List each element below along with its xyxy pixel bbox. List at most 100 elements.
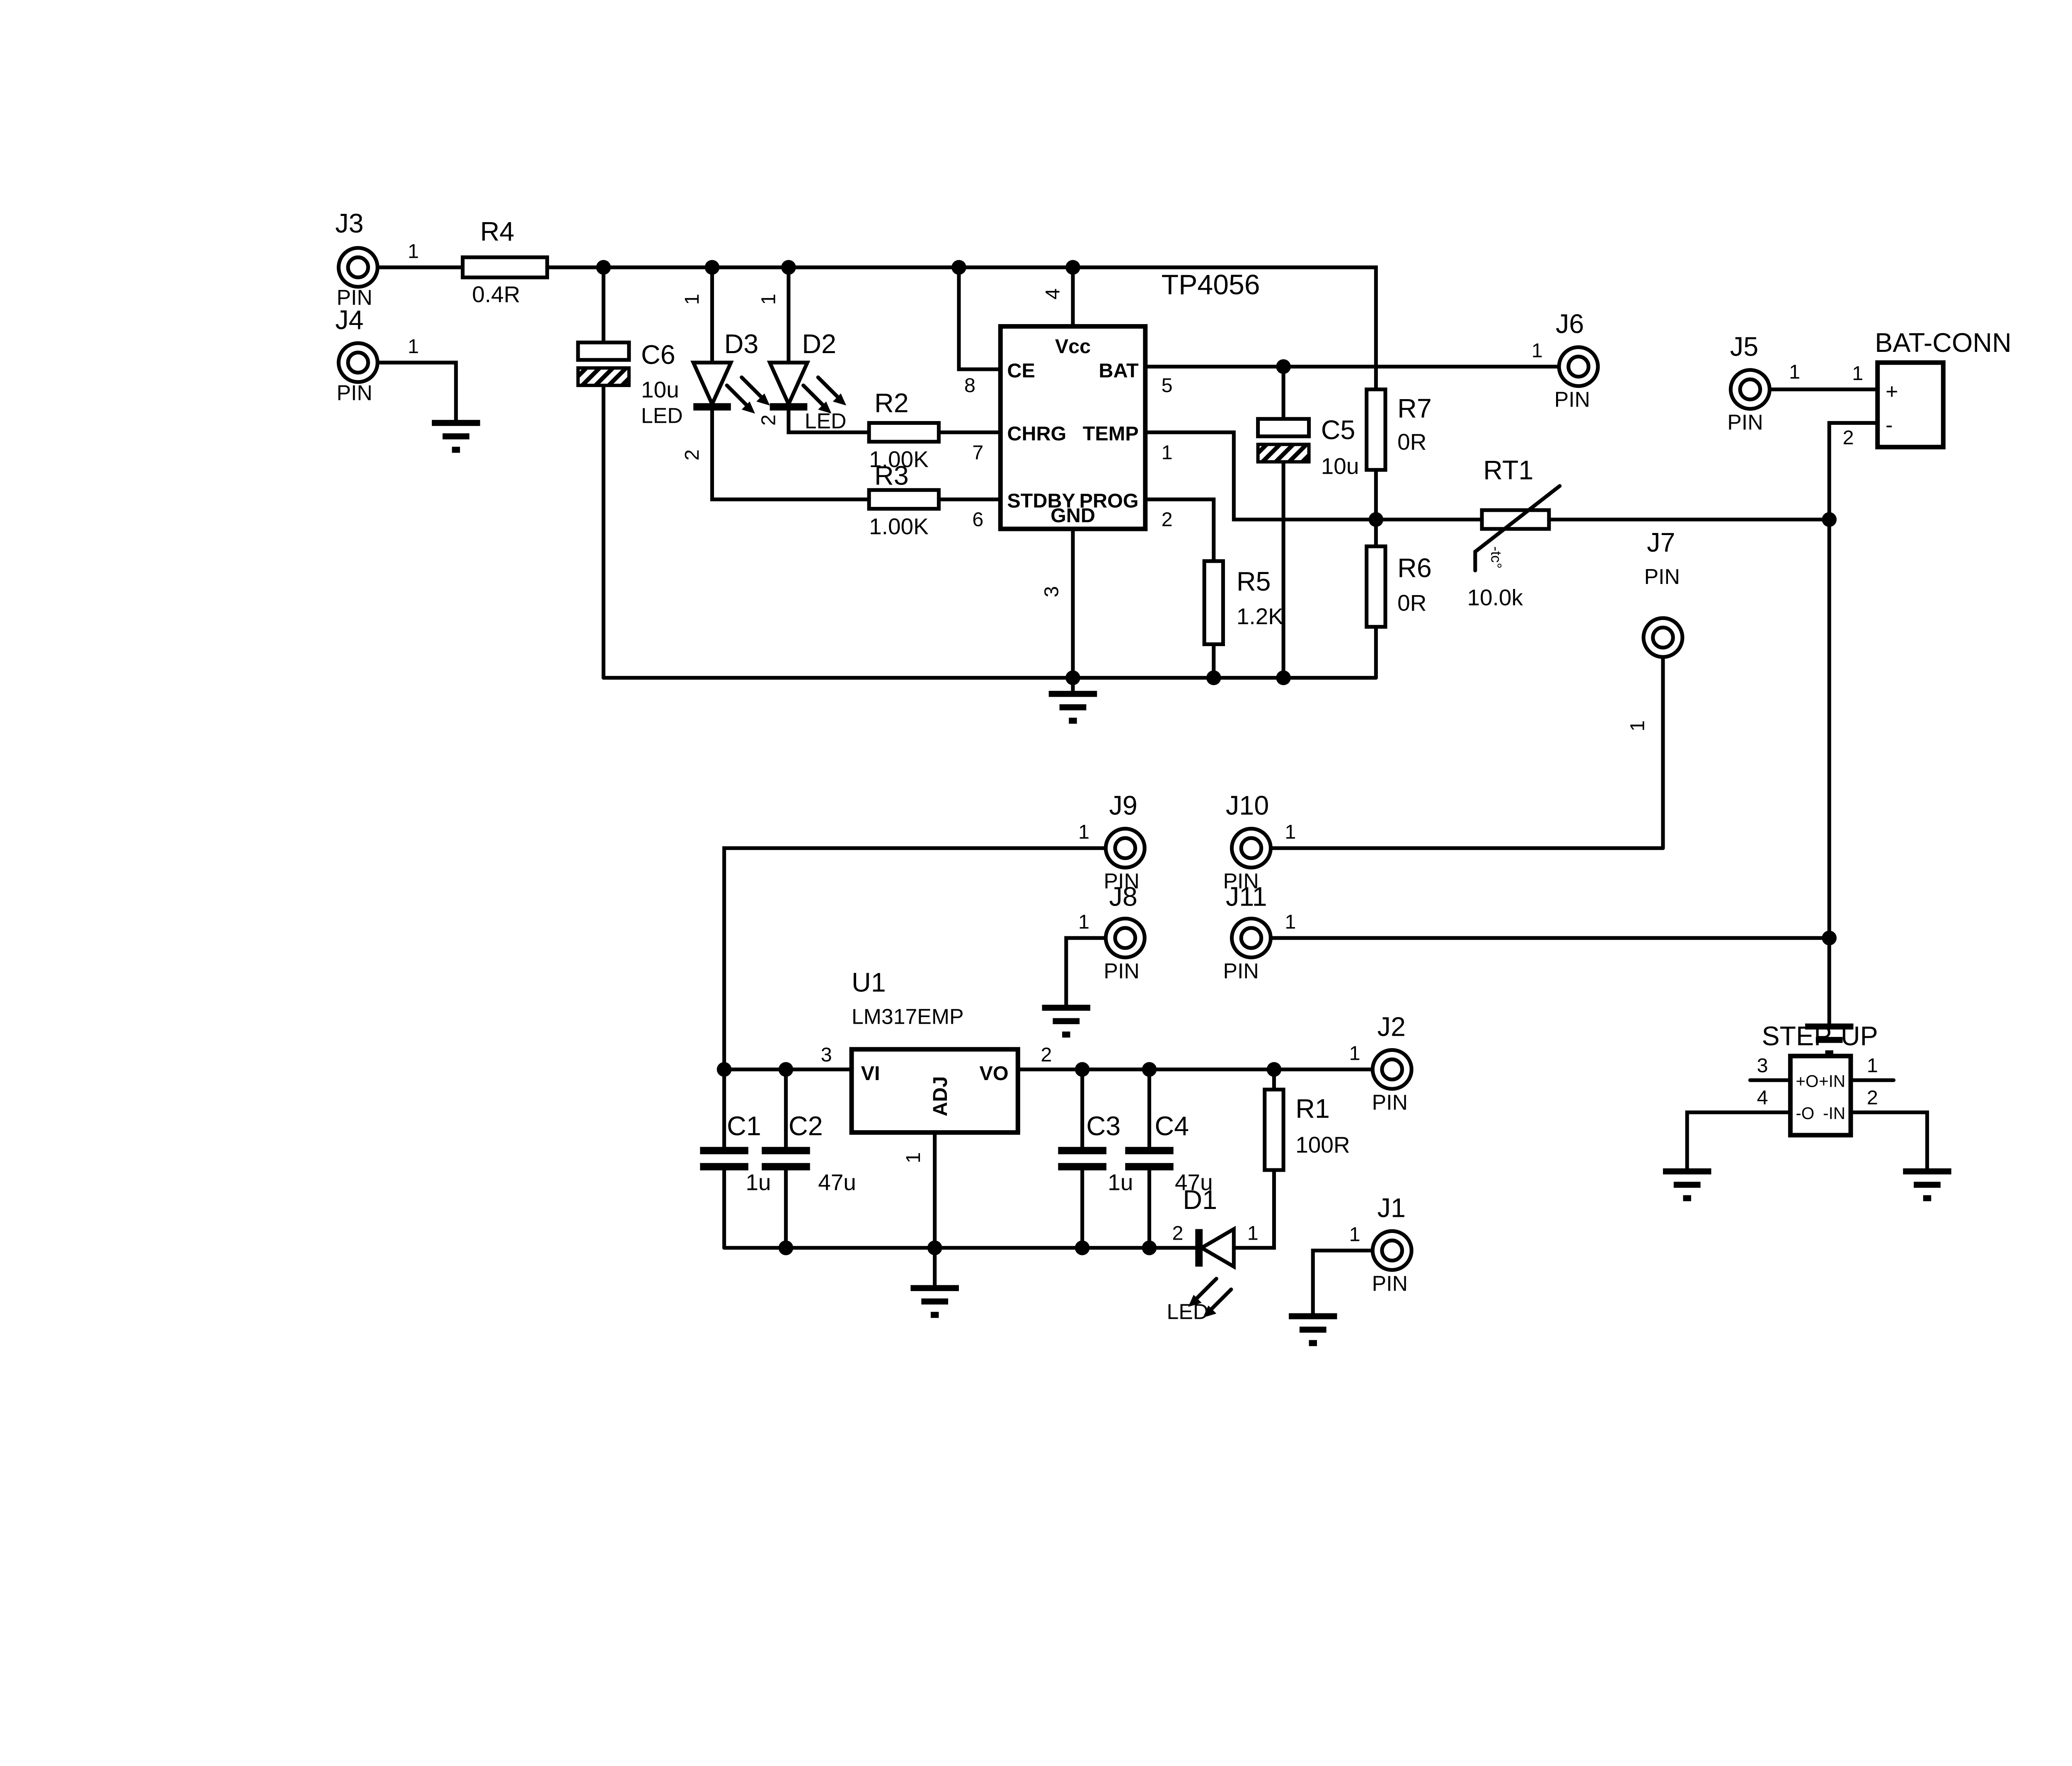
- u1-ref: U1: [852, 967, 886, 998]
- tp4056-pin-prog: PROG: [1080, 489, 1139, 512]
- c6-plate-negative: [576, 366, 631, 387]
- d2-type-label: LED: [805, 409, 847, 433]
- j8-pin-label: PIN: [1104, 959, 1139, 983]
- connector-j5: J5 1 PIN: [1727, 332, 1800, 434]
- junction: [1276, 670, 1291, 686]
- gnd-j8: [1042, 1005, 1091, 1038]
- d2-arrow: [816, 375, 840, 400]
- d2-ref: D2: [802, 329, 836, 359]
- r2-body: [867, 421, 941, 444]
- c1-ref: C1: [727, 1111, 761, 1141]
- d2-cathode-number: 2: [758, 414, 780, 426]
- junction: [1822, 512, 1837, 527]
- c3-value: 1u: [1108, 1170, 1133, 1195]
- r6-body: [1365, 544, 1387, 629]
- junction: [927, 1240, 942, 1255]
- batconn-pin1-number: 1: [1852, 362, 1863, 385]
- junction: [951, 260, 966, 275]
- stepup-pin1-number: 1: [1867, 1054, 1878, 1077]
- pin-circle-inner: [1113, 836, 1138, 860]
- capacitor-c5: C5 10u: [1256, 414, 1359, 479]
- pin-circle-inner: [1566, 354, 1590, 379]
- wire-r1-to-d1: [1232, 1168, 1276, 1250]
- d2-arrow: [801, 383, 825, 407]
- r4-ref: R4: [480, 216, 515, 246]
- d1-type-label: LED: [1167, 1299, 1209, 1323]
- r1-value: 100R: [1295, 1132, 1350, 1158]
- u1-pin1-number: 1: [902, 1152, 925, 1163]
- c4-value: 47u: [1175, 1170, 1213, 1195]
- tp4056-pin7-number: 7: [972, 441, 983, 464]
- batconn-plus: +: [1886, 379, 1898, 403]
- c4-ref: C4: [1155, 1111, 1189, 1141]
- r1-body: [1263, 1088, 1285, 1172]
- wire-j9-to-vi: [722, 846, 1109, 1071]
- j11-pin-number: 1: [1285, 911, 1296, 933]
- pin-circle-inner: [1738, 377, 1762, 402]
- pin-circle-inner: [1380, 1057, 1404, 1082]
- tp4056-pin1-number: 1: [1162, 441, 1173, 464]
- j1-pin-number: 1: [1349, 1223, 1360, 1246]
- r7-ref: R7: [1397, 393, 1432, 424]
- c6-plate-positive: [576, 340, 631, 362]
- d1-arrow: [1194, 1277, 1218, 1301]
- j5-pin-number: 1: [1789, 361, 1800, 383]
- c6-value: 10u: [641, 377, 679, 402]
- rt1-ref: RT1: [1483, 455, 1533, 485]
- wire-d2-to-r2: [787, 407, 871, 434]
- j6-ref: J6: [1556, 309, 1584, 339]
- j7-pin-label: PIN: [1644, 564, 1680, 589]
- d3-cathode-number: 2: [681, 449, 703, 460]
- j1-pin-label: PIN: [1372, 1271, 1408, 1295]
- r5-ref: R5: [1237, 566, 1271, 596]
- tp4056-title: TP4056: [1162, 269, 1260, 300]
- gnd-stepup-left: [1663, 1168, 1711, 1202]
- r6-ref: R6: [1397, 553, 1432, 583]
- j7-ref: J7: [1647, 527, 1675, 557]
- connector-j6: J6 1 PIN: [1532, 309, 1600, 412]
- junction: [596, 260, 611, 275]
- tp4056-pin5-number: 5: [1162, 374, 1173, 397]
- d1-ref: D1: [1183, 1185, 1217, 1215]
- stepup-pin3-number: 3: [1757, 1054, 1768, 1077]
- ic-tp4056: TP4056 Vcc CE BAT CHRG TEMP STDBY PROG G…: [964, 269, 1260, 597]
- junction: [778, 1240, 794, 1255]
- r7-body: [1365, 388, 1387, 472]
- j11-pin-label: PIN: [1223, 959, 1259, 983]
- j6-pin-number: 1: [1532, 339, 1543, 362]
- wire-d3-to-r3: [710, 407, 871, 501]
- j6-pin-label: PIN: [1554, 388, 1590, 412]
- wire-j4-to-gnd: [375, 361, 458, 422]
- j5-ref: J5: [1730, 332, 1758, 362]
- batconn-minus: -: [1886, 413, 1893, 437]
- stepup-pin4-number: 4: [1757, 1086, 1768, 1109]
- r3-value: 1.00K: [869, 514, 929, 539]
- wire-stepup-no-to-gnd: [1685, 1110, 1792, 1171]
- stepup-pin-pin: +IN: [1819, 1071, 1845, 1090]
- r7-value: 0R: [1397, 429, 1426, 455]
- stepup-pin2-number: 2: [1867, 1086, 1878, 1109]
- wire-stepup-nin-to-gnd: [1849, 1110, 1929, 1171]
- c3-ref: C3: [1086, 1111, 1121, 1141]
- tp4056-pin-gnd: GND: [1051, 504, 1095, 527]
- r3-ref: R3: [874, 460, 909, 490]
- ic-u1-lm317: U1 LM317EMP VI VO ADJ 3 2 1: [821, 967, 1052, 1163]
- wire-temp-route: [1143, 430, 1484, 522]
- j10-pin-label: PIN: [1223, 869, 1259, 893]
- d3-anode-number: 1: [681, 294, 703, 305]
- stepup-body: [1788, 1054, 1853, 1138]
- d1-triangle: [1198, 1226, 1236, 1270]
- c2-ref: C2: [789, 1111, 823, 1141]
- gnd-charger: [1048, 690, 1097, 724]
- pin-circle-inner: [1651, 625, 1675, 650]
- j8-ref: J8: [1109, 882, 1137, 912]
- resistor-r5: R5 1.2K: [1202, 559, 1283, 646]
- junction: [716, 1062, 732, 1077]
- tp4056-pin-vcc: Vcc: [1055, 335, 1091, 358]
- wires: [375, 265, 1929, 1315]
- j10-ref: J10: [1226, 790, 1269, 820]
- r4-body: [460, 255, 549, 279]
- resistor-r6: R6 0R: [1365, 544, 1432, 629]
- u1-pin-vo: VO: [980, 1062, 1009, 1085]
- tp4056-pin8-number: 8: [964, 374, 975, 397]
